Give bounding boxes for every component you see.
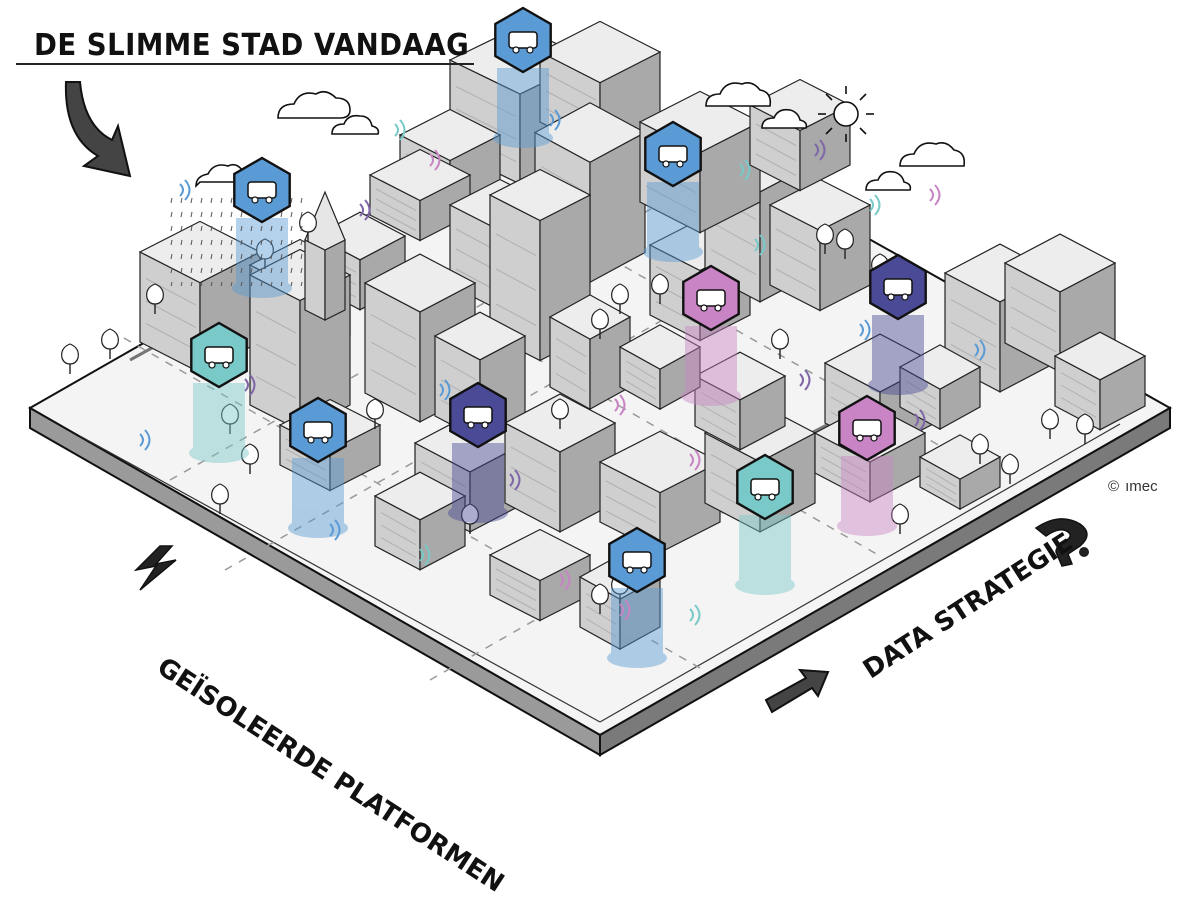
building — [488, 528, 592, 622]
tree-icon — [101, 328, 119, 359]
cloud-icon — [277, 90, 351, 119]
lightning-icon — [133, 545, 177, 591]
weather-icon — [494, 6, 552, 74]
tree-icon — [836, 228, 854, 259]
boat-icon — [869, 253, 927, 321]
citizens-icon — [608, 526, 666, 594]
copyright-symbol: © — [1108, 478, 1120, 495]
sun-icon — [818, 86, 874, 142]
cloud-icon — [761, 108, 808, 129]
tree-icon — [1041, 408, 1059, 439]
building — [898, 344, 982, 431]
tree-icon — [771, 328, 789, 359]
wifi-signal-icon — [359, 199, 371, 221]
credit-line: © ımec — [1108, 478, 1158, 495]
sensor-hexagons — [190, 6, 927, 594]
parking-car-icon — [449, 381, 507, 449]
wifi-signal-icon — [869, 194, 881, 216]
question-mark-icon — [1034, 518, 1089, 567]
wifi-signal-icon — [429, 149, 441, 171]
bicycle-icon — [736, 453, 794, 521]
tree-icon — [1076, 413, 1094, 444]
city-diagram — [27, 6, 1173, 757]
wireless-signals — [139, 109, 986, 626]
wifi-signal-icon — [139, 429, 151, 451]
building — [693, 351, 787, 451]
smart-city-illustration: DE SLIMME STAD VANDAAG GEÏSOLEERDE PLATF… — [16, 6, 1173, 899]
data-beam — [868, 315, 928, 395]
tree-icon — [891, 503, 909, 534]
page-title: DE SLIMME STAD VANDAAG — [34, 28, 470, 63]
tree-icon — [816, 223, 834, 254]
tree-icon — [366, 398, 384, 429]
building — [768, 178, 872, 312]
wifi-signal-icon — [739, 159, 751, 181]
tree-icon — [551, 398, 569, 429]
data-beam — [607, 588, 667, 668]
wifi-signal-icon — [439, 379, 451, 401]
building — [548, 294, 632, 411]
streetlight-icon — [682, 264, 740, 332]
wifi-signal-icon — [559, 569, 571, 591]
park-tree-icon — [233, 156, 291, 224]
wifi-signal-icon — [549, 109, 561, 131]
wifi-signal-icon — [394, 119, 406, 141]
wifi-signal-icon — [329, 519, 341, 541]
tree-icon — [241, 443, 259, 474]
wifi-signal-icon — [859, 319, 871, 341]
cloud-icon — [331, 114, 380, 135]
wifi-signal-icon — [509, 469, 521, 491]
cloud-icon — [899, 142, 966, 167]
tree-icon — [651, 273, 669, 304]
decorations — [64, 81, 1089, 714]
data-beam — [448, 443, 508, 523]
tree-icon — [61, 343, 79, 374]
tree-icon — [1001, 453, 1019, 484]
wifi-signal-icon — [689, 604, 701, 626]
data-beam — [643, 182, 703, 262]
building — [618, 324, 702, 411]
data-beam — [837, 456, 897, 536]
tree-icon — [461, 503, 479, 534]
tree-icon — [146, 283, 164, 314]
wifi-signal-icon — [914, 409, 926, 431]
tree-icon — [211, 483, 229, 514]
ambulance-icon — [644, 120, 702, 188]
sky — [170, 82, 966, 286]
wifi-signal-icon — [244, 374, 256, 396]
building — [1053, 331, 1147, 431]
wifi-signal-icon — [619, 599, 631, 621]
building — [368, 148, 472, 242]
wifi-signal-icon — [814, 139, 826, 161]
church-building — [304, 190, 346, 321]
building — [373, 471, 467, 571]
wifi-signal-icon — [614, 394, 626, 416]
tree-icon — [591, 308, 609, 339]
wifi-signal-icon — [799, 369, 811, 391]
wifi-signal-icon — [929, 184, 941, 206]
train-icon — [289, 396, 347, 464]
wifi-signal-icon — [754, 234, 766, 256]
cloud-icon — [705, 82, 772, 107]
tree-icon — [611, 283, 629, 314]
tree-icon — [971, 433, 989, 464]
title-underline — [16, 63, 474, 65]
wifi-signal-icon — [974, 339, 986, 361]
truck-icon — [838, 394, 896, 462]
credit-brand: ımec — [1125, 478, 1158, 495]
data-beam — [735, 515, 795, 595]
trees — [61, 211, 1094, 614]
cloud-icon — [865, 170, 912, 191]
arrow-up-right-icon — [764, 668, 830, 714]
data-beam — [493, 68, 553, 148]
tree-icon — [221, 403, 239, 434]
wifi-signal-icon — [419, 544, 431, 566]
rain-icon — [170, 196, 310, 286]
tree-icon — [591, 583, 609, 614]
wifi-signal-icon — [689, 449, 701, 471]
data-beam — [189, 383, 249, 463]
data-beam — [681, 326, 741, 406]
curved-arrow-down-icon — [64, 81, 132, 178]
pedestrian-crossing-icon — [190, 321, 248, 389]
